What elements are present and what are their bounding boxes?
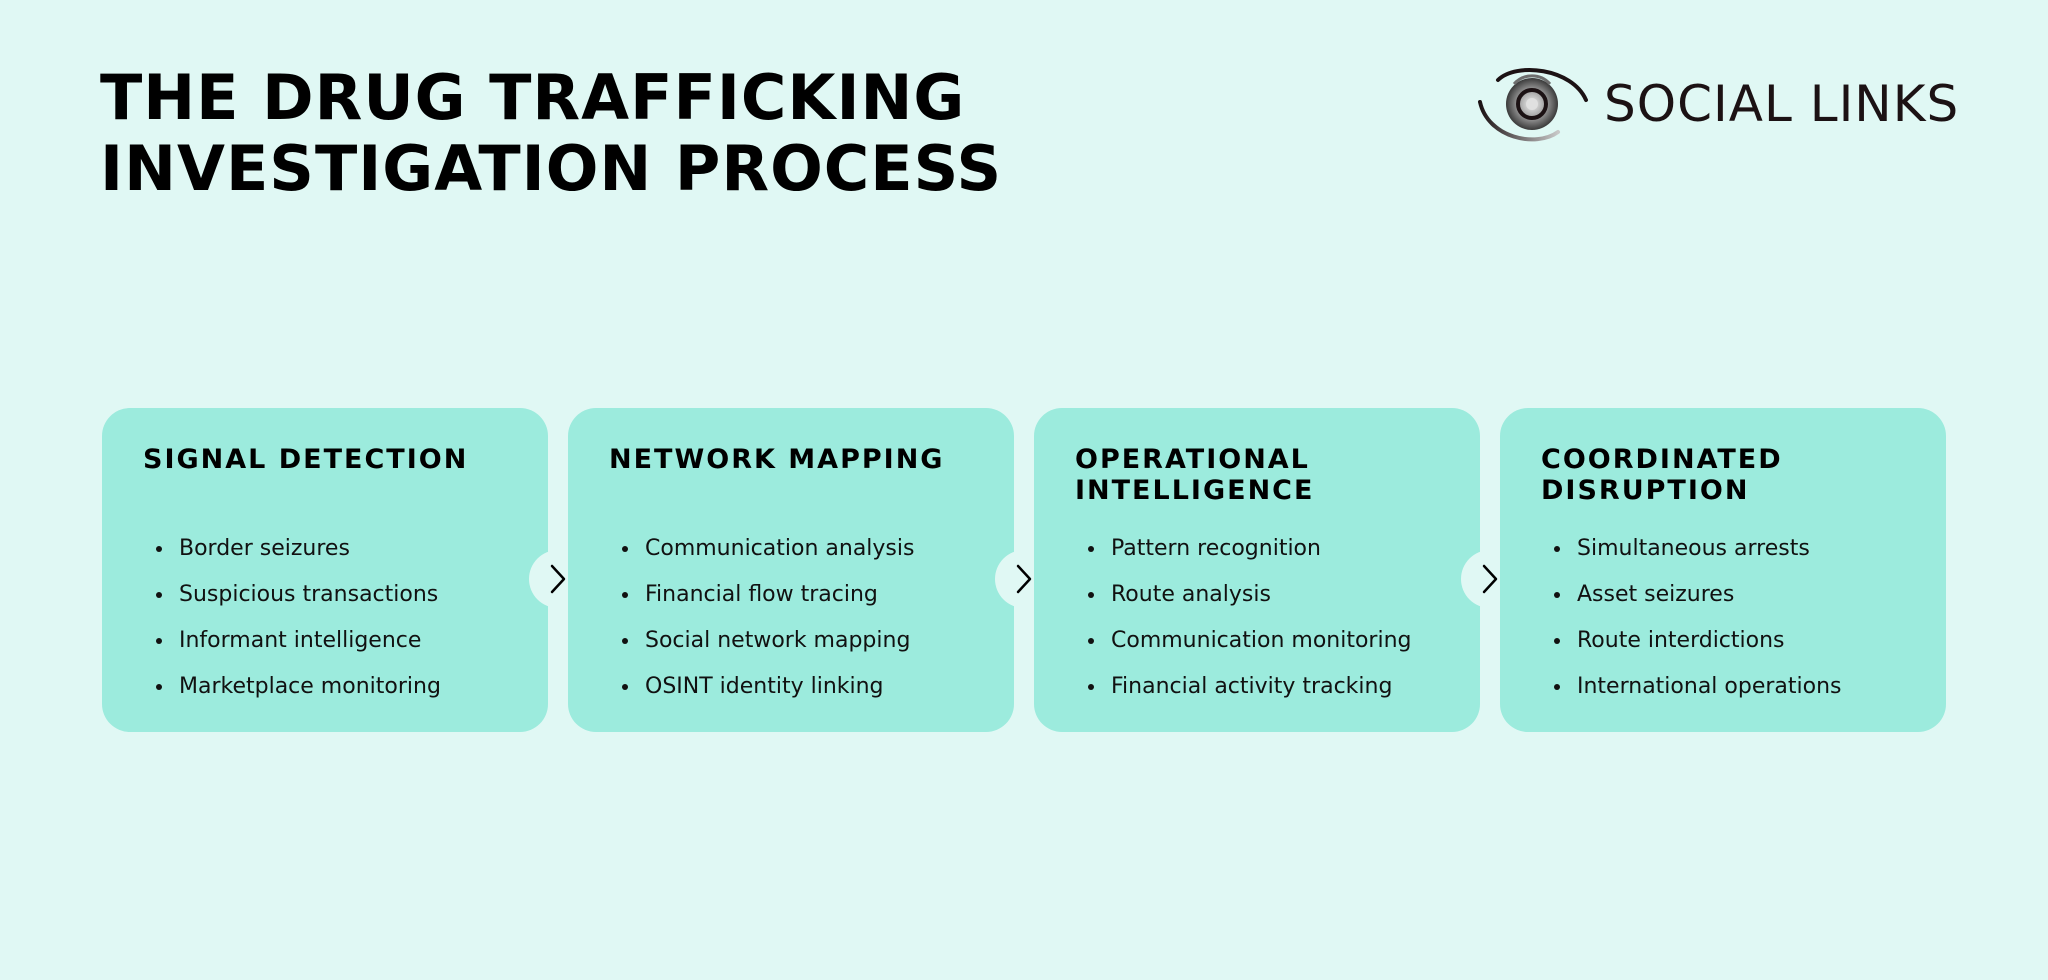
stage-title: OPERATIONAL INTELLIGENCE	[1075, 444, 1315, 506]
stage-item: Social network mapping	[609, 618, 994, 664]
stage-item: Suspicious transactions	[143, 572, 528, 618]
stage-item: International operations	[1541, 664, 1926, 710]
stage-item-list: Border seizures Suspicious transactions …	[143, 526, 528, 710]
stage-item-list: Simultaneous arrests Asset seizures Rout…	[1541, 526, 1926, 710]
stage-title: NETWORK MAPPING	[609, 444, 945, 475]
page-title-line-2: INVESTIGATION PROCESS	[100, 132, 1003, 205]
page-title: THE DRUG TRAFFICKING INVESTIGATION PROCE…	[100, 62, 1002, 204]
stage-item: Communication monitoring	[1075, 618, 1460, 664]
stage-item: Informant intelligence	[143, 618, 528, 664]
process-flow: SIGNAL DETECTION Border seizures Suspici…	[102, 408, 1946, 732]
stage-item: Route interdictions	[1541, 618, 1926, 664]
page-title-line-1: THE DRUG TRAFFICKING	[100, 61, 966, 134]
stage-item: Simultaneous arrests	[1541, 526, 1926, 572]
stage-item: Financial flow tracing	[609, 572, 994, 618]
chevron-right-icon	[1482, 564, 1498, 594]
stage-card-signal-detection: SIGNAL DETECTION Border seizures Suspici…	[102, 408, 548, 732]
stage-card-network-mapping: NETWORK MAPPING Communication analysis F…	[568, 408, 1014, 732]
stage-title: SIGNAL DETECTION	[143, 444, 469, 475]
stage-title: COORDINATED DISRUPTION	[1541, 444, 1783, 506]
stage-item: Marketplace monitoring	[143, 664, 528, 710]
stage-item: Pattern recognition	[1075, 526, 1460, 572]
stage-item-list: Pattern recognition Route analysis Commu…	[1075, 526, 1460, 710]
brand-logo: SOCIAL LINKS	[1476, 62, 1958, 146]
stage-item: Border seizures	[143, 526, 528, 572]
stage-item: Route analysis	[1075, 572, 1460, 618]
stage-item: Asset seizures	[1541, 572, 1926, 618]
stage-item: OSINT identity linking	[609, 664, 994, 710]
chevron-right-icon	[1016, 564, 1032, 594]
eye-icon	[1478, 67, 1588, 142]
stage-item: Financial activity tracking	[1075, 664, 1460, 710]
stage-item-list: Communication analysis Financial flow tr…	[609, 526, 994, 710]
stage-card-operational-intelligence: OPERATIONAL INTELLIGENCE Pattern recogni…	[1034, 408, 1480, 732]
stage-card-coordinated-disruption: COORDINATED DISRUPTION Simultaneous arre…	[1500, 408, 1946, 732]
brand-name: SOCIAL LINKS	[1604, 75, 1960, 133]
chevron-right-icon	[550, 564, 566, 594]
stage-item: Communication analysis	[609, 526, 994, 572]
